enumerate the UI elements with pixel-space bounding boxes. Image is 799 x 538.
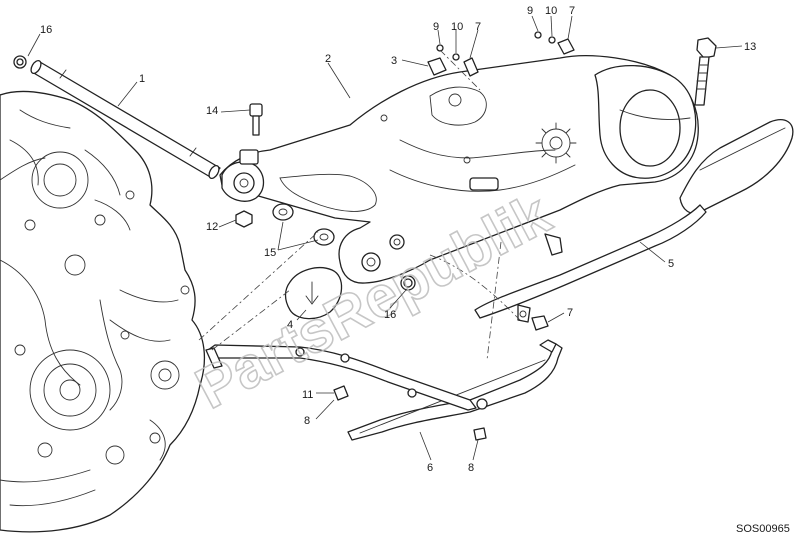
callout-8-upper: 7 <box>567 307 573 319</box>
callout-16-top: 16 <box>40 24 52 36</box>
washer <box>319 233 329 241</box>
callout-12: 12 <box>206 221 218 233</box>
callout-5: 5 <box>668 258 674 270</box>
oring <box>16 58 24 66</box>
callout-7-right: 7 <box>569 5 575 17</box>
gear-icon <box>535 122 577 164</box>
callout-9-left: 9 <box>433 21 439 33</box>
drawing-code: SOS00965 <box>736 523 790 535</box>
callout-10-left: 10 <box>451 21 463 33</box>
callout-4: 4 <box>287 319 293 331</box>
callout-7-left: 7 <box>475 21 481 33</box>
callout-16-mid: 16 <box>384 309 396 321</box>
engine-outline <box>0 90 206 533</box>
bolt <box>249 103 263 136</box>
bolt <box>694 37 717 106</box>
callout-14: 14 <box>206 105 218 117</box>
chain-guide <box>205 344 488 411</box>
oring <box>403 278 413 288</box>
fastener-group-right <box>534 31 575 55</box>
washer <box>272 203 294 221</box>
callout-11: 11 <box>302 389 313 401</box>
callout-8-lower: 8 <box>304 415 310 427</box>
callout-1: 1 <box>139 73 145 85</box>
nut <box>235 210 253 228</box>
axle-shaft <box>30 59 221 180</box>
chain-slider <box>347 339 563 441</box>
washer <box>278 208 288 216</box>
bolt <box>333 385 487 441</box>
callout-15: 15 <box>264 247 276 259</box>
chain-slider <box>474 204 707 323</box>
callout-10-right: 10 <box>545 5 557 17</box>
callout-2: 2 <box>325 53 331 65</box>
cover-cap <box>284 267 343 320</box>
fastener-group-left <box>427 44 479 77</box>
callout-13: 13 <box>744 41 756 53</box>
leader-lines <box>27 15 743 461</box>
callout-3: 3 <box>391 55 397 67</box>
callout-9-right: 9 <box>527 5 533 17</box>
callout-8-bottom: 8 <box>468 462 474 474</box>
washer <box>313 228 335 246</box>
callout-6: 6 <box>427 462 433 474</box>
bolt <box>531 315 549 331</box>
swingarm <box>219 55 699 284</box>
